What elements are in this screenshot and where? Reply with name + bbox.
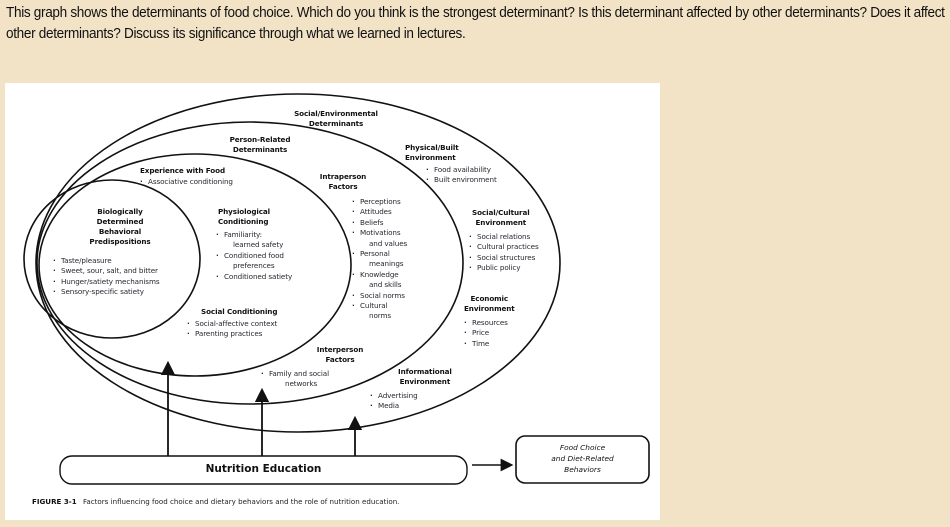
list-item: Attitudes: [352, 207, 407, 218]
intraperson-factors-list: Perceptions Attitudes Beliefs Motivation…: [352, 197, 407, 322]
economic-environment: Economic Environment Resources Price Tim…: [464, 294, 515, 350]
list-item: Social relations: [469, 232, 539, 243]
ring-person-related: [36, 121, 464, 405]
list-item: Sensory-specific satiety: [53, 287, 160, 298]
list-item: Associative conditioning: [140, 177, 233, 188]
diagram-lines: [23, 93, 650, 485]
ring-experience-with-food: [38, 153, 352, 377]
question-text: This graph shows the determinants of foo…: [6, 5, 945, 42]
interperson-factors-title: Interperson Factors: [316, 345, 364, 364]
social-environmental-title: Social/Environmental Determinants: [294, 109, 378, 128]
list-item: Resources: [464, 318, 515, 329]
outcome-box: [515, 435, 650, 484]
experience-with-food: Experience with Food Associative conditi…: [140, 166, 233, 188]
caption-text: Factors influencing food choice and diet…: [82, 497, 400, 506]
informational-environment: Informational Environment Advertising Me…: [370, 367, 452, 412]
list-item: Social norms: [352, 291, 407, 302]
list-item: Media: [370, 401, 452, 412]
figure-number: FIGURE 3-1: [32, 497, 77, 506]
list-item: Built environment: [426, 175, 497, 186]
social-conditioning: Social Conditioning Social-affective con…: [187, 307, 277, 340]
person-related-title: Person-Related Determinants: [229, 135, 291, 154]
physical-built-environment: Physical/Built Environment Food availabi…: [405, 143, 497, 186]
list-item: Sweet, sour, salt, and bitter: [53, 266, 160, 277]
nutrition-education-label: Nutrition Education: [205, 463, 322, 475]
list-item: Perceptions: [352, 197, 407, 208]
biological-predispositions-title: Biologically Determined Behavioral Predi…: [89, 207, 151, 246]
nutrition-education-box: [59, 455, 468, 485]
social-cultural-environment: Social/Cultural Environment Social relat…: [463, 208, 539, 274]
biological-predispositions-list: Taste/pleasure Sweet, sour, salt, and bi…: [53, 256, 160, 298]
list-item: Familiarity:learned safety: [216, 230, 292, 251]
ring-social-environmental: [35, 93, 561, 433]
list-item: Conditioned satiety: [216, 272, 292, 283]
outcome-label: Food Choice and Diet-Related Behaviors: [551, 443, 614, 474]
physiological-conditioning: Physiological Conditioning Familiarity:l…: [216, 207, 292, 283]
list-item: Food availability: [426, 165, 497, 176]
list-item: Beliefs: [352, 218, 407, 229]
list-item: Social-affective context: [187, 319, 277, 330]
list-item: Social structures: [469, 253, 539, 264]
ring-biological: [23, 179, 201, 339]
list-item: Time: [464, 339, 515, 350]
list-item: Parenting practices: [187, 329, 277, 340]
figure-caption: FIGURE 3-1 Factors influencing food choi…: [32, 497, 399, 506]
list-item: Taste/pleasure: [53, 256, 160, 267]
list-item: Cultural practices: [469, 242, 539, 253]
list-item: Price: [464, 328, 515, 339]
list-item: Advertising: [370, 391, 452, 402]
list-item: Public policy: [469, 263, 539, 274]
intraperson-factors-title: Intraperson Factors: [319, 172, 367, 191]
food-choice-determinants-figure: Social/Environmental Determinants Person…: [5, 83, 660, 520]
list-item: Hunger/satiety mechanisms: [53, 277, 160, 288]
